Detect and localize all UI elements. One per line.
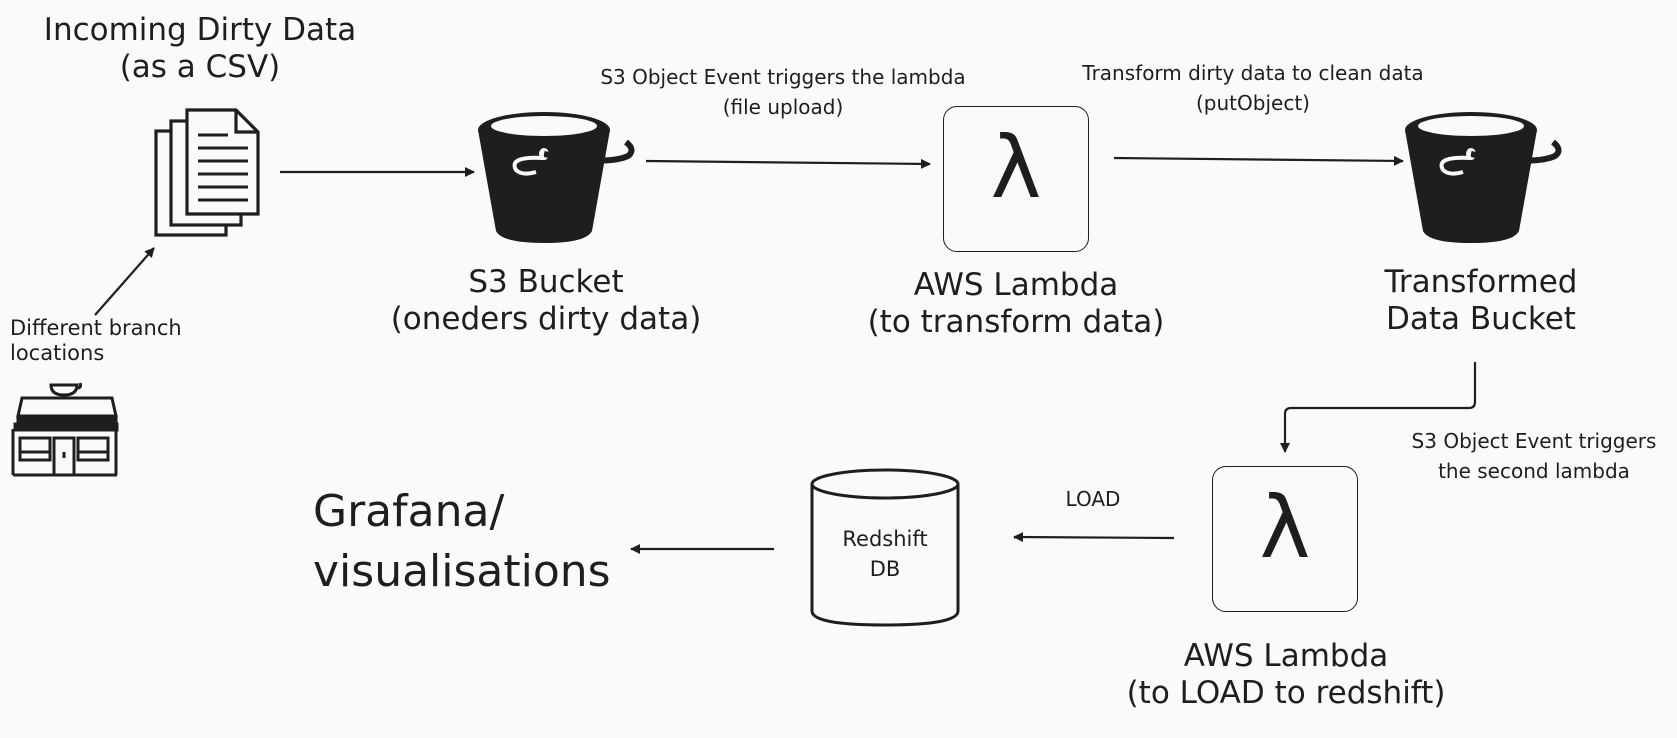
lambda-load-label: AWS Lambda (to LOAD to redshift) — [1126, 638, 1446, 712]
redshift-db-label: Redshift DB — [842, 527, 928, 581]
lambda-icon: λ — [1259, 478, 1311, 578]
grafana-label: Grafana/ visualisations — [313, 486, 611, 597]
lambda-transform-label: AWS Lambda (to transform data) — [867, 267, 1165, 341]
branch-locations-label: Different branch locations — [10, 316, 182, 366]
lambda-transform-box: λ — [943, 106, 1089, 252]
s3-bucket-icon — [478, 112, 635, 243]
arrow-lambda2-to-redshift — [1013, 532, 1175, 543]
edge-label-lambda-to-transformed: Transform dirty data to clean data (putO… — [1082, 61, 1424, 115]
s3-bucket-label: S3 Bucket (oneders dirty data) — [390, 264, 702, 338]
storefront-icon — [11, 382, 119, 477]
arrow-lambda-to-transformed — [1113, 155, 1404, 166]
edge-label-transformed-to-lambda2: S3 Object Event triggers the second lamb… — [1411, 429, 1657, 483]
transformed-bucket-label: Transformed Data Bucket — [1384, 264, 1578, 338]
s3-bucket-icon — [1405, 112, 1562, 243]
database-icon — [810, 468, 960, 627]
arrow-s3-to-lambda — [645, 158, 931, 169]
documents-icon — [154, 108, 260, 237]
edge-label-load: LOAD — [1065, 487, 1121, 511]
edge-label-s3-to-lambda: S3 Object Event triggers the lambda (fil… — [600, 65, 966, 119]
arrow-branch-to-docs — [94, 247, 155, 316]
incoming-data-title: Incoming Dirty Data (as a CSV) — [43, 12, 357, 86]
lambda-icon: λ — [990, 118, 1042, 218]
lambda-load-box: λ — [1212, 466, 1358, 612]
arrow-transformed-to-lambda2 — [1280, 362, 1477, 453]
